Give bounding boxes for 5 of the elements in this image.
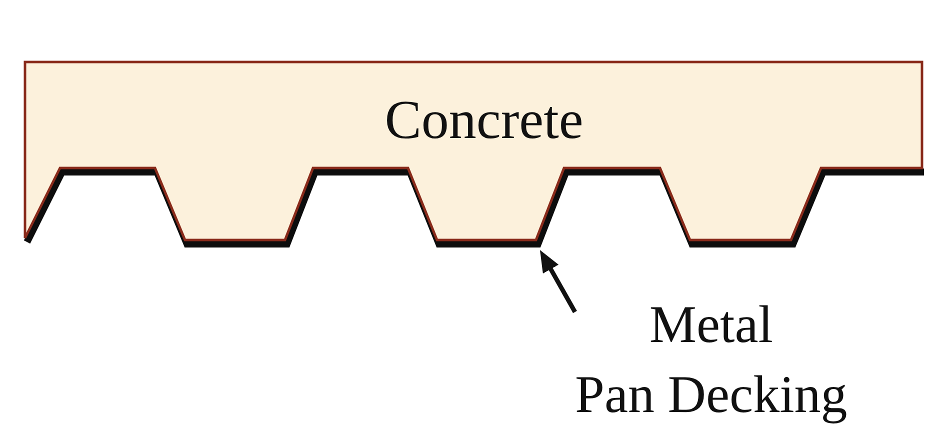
- metal-decking: [24, 168, 924, 248]
- concrete-label: Concrete: [384, 92, 584, 147]
- callout-label: Metal Pan Decking: [575, 290, 848, 430]
- concrete-slab: [23, 60, 924, 244]
- leader-arrow: [540, 250, 577, 314]
